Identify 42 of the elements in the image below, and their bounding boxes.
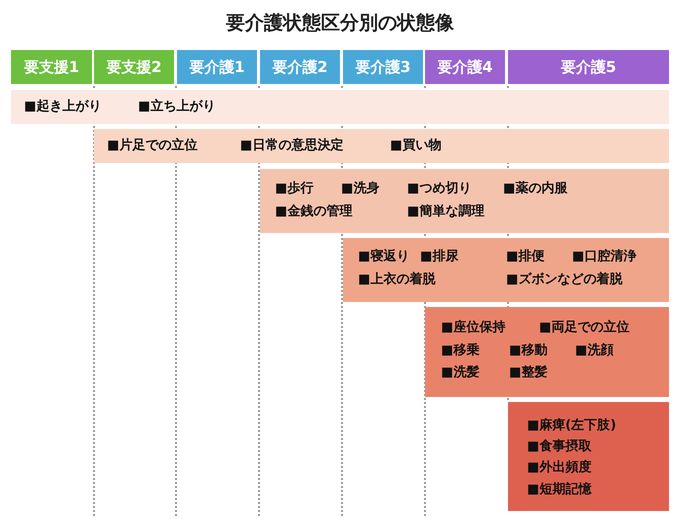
level-header: 要介護1 <box>177 50 257 84</box>
item-text: ■つめ切り <box>407 180 472 198</box>
task-band <box>260 169 669 233</box>
item-text: ■両足での立位 <box>539 319 630 337</box>
item-text: ■起き上がり <box>24 98 102 116</box>
level-header: 要介護5 <box>508 50 669 84</box>
item-text: ■移乗 <box>441 342 480 360</box>
item-text: ■食事摂取 <box>527 438 592 456</box>
item-text: ■外出頻度 <box>527 459 592 477</box>
item-text: ■買い物 <box>390 137 442 155</box>
item-text: ■日常の意思決定 <box>240 137 344 155</box>
item-text: ■麻痺(左下肢) <box>527 417 616 435</box>
level-header: 要介護3 <box>343 50 423 84</box>
task-band <box>94 129 669 163</box>
item-text: ■排便 <box>506 248 544 266</box>
item-text: ■簡単な調理 <box>407 203 484 221</box>
level-header: 要介護4 <box>425 50 505 84</box>
task-band <box>343 238 669 302</box>
task-band <box>508 402 669 511</box>
level-header: 要支援2 <box>94 50 174 84</box>
item-text: ■金銭の管理 <box>275 203 352 221</box>
item-text: ■立ち上がり <box>138 98 216 116</box>
task-band <box>425 307 669 397</box>
item-text: ■座位保持 <box>441 319 506 337</box>
item-text: ■寝返り <box>358 248 410 266</box>
item-text: ■洗身 <box>341 180 380 198</box>
diagram-title: 要介護状態区分別の状態像 <box>225 11 455 36</box>
item-text: ■ズボンなどの着脱 <box>506 271 622 289</box>
item-text: ■上衣の着脱 <box>358 271 436 289</box>
item-text: ■洗顔 <box>575 342 614 360</box>
item-text: ■洗髪 <box>441 364 480 382</box>
item-text: ■短期記憶 <box>527 481 592 499</box>
item-text: ■移動 <box>509 342 548 360</box>
item-text: ■片足での立位 <box>107 137 198 155</box>
task-band <box>11 90 669 124</box>
item-text: ■整髪 <box>509 364 548 382</box>
item-text: ■口腔清浄 <box>572 248 636 266</box>
item-text: ■歩行 <box>275 180 314 198</box>
item-text: ■排尿 <box>420 248 458 266</box>
item-text: ■薬の内服 <box>503 180 568 198</box>
level-header: 要介護2 <box>260 50 340 84</box>
level-header: 要支援1 <box>11 50 92 84</box>
